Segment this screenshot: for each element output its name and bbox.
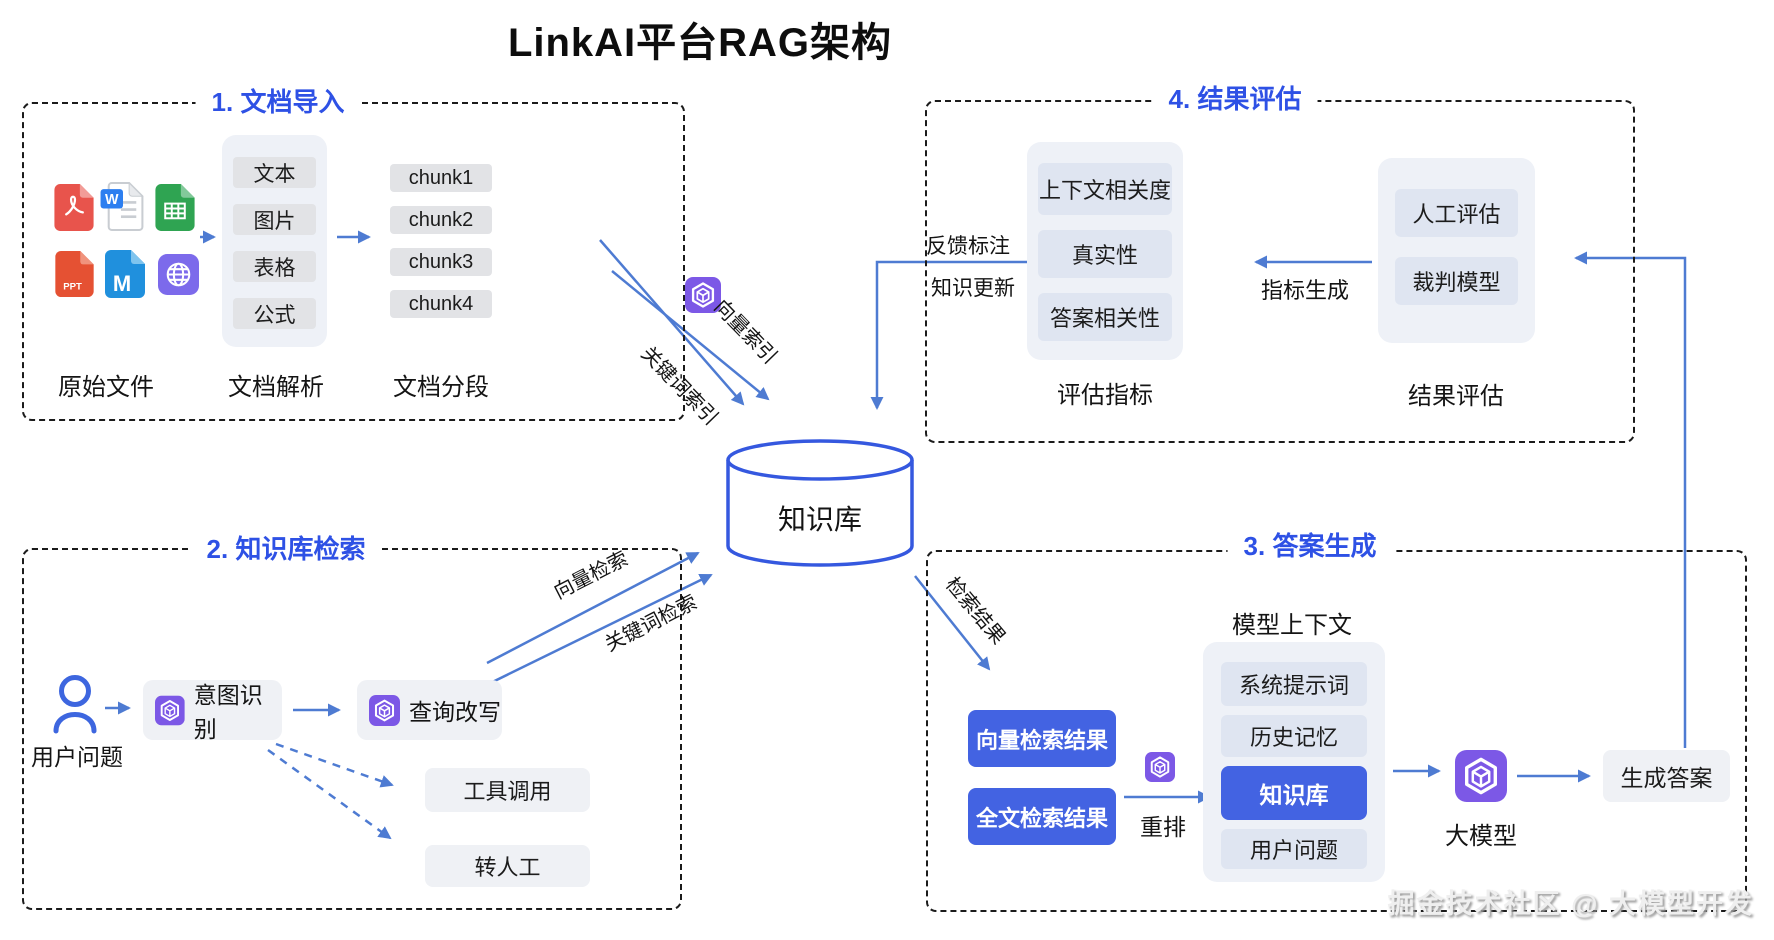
knowledge-base-cylinder: [726, 439, 914, 567]
intent-recognition-box: 意图识别: [143, 680, 282, 742]
intent-recognition-label: 意图识别: [193, 682, 263, 742]
metric-gen-label: 指标生成: [1260, 278, 1349, 303]
chunk-box: chunk4: [390, 290, 492, 318]
linkai-cube-icon: [369, 695, 400, 726]
arrow-vector-search: [486, 551, 700, 665]
chunk-box: chunk1: [390, 164, 492, 192]
section-title-evaluation: 4. 结果评估: [1152, 80, 1318, 118]
source-files-label: 原始文件: [58, 374, 154, 401]
word-icon: W: [100, 182, 144, 231]
generated-answer-box: 生成答案: [1603, 750, 1730, 802]
judge-model-item: 裁判模型: [1395, 257, 1518, 305]
svg-text:M: M: [113, 271, 131, 296]
dashed-arrow-to-tool: [275, 742, 394, 788]
svg-text:W: W: [105, 192, 119, 208]
query-rewrite-box: 查询改写: [357, 680, 502, 740]
pdf-icon: [54, 184, 94, 231]
eval-metrics-label: 评估指标: [1057, 382, 1153, 409]
query-rewrite-label: 查询改写: [409, 699, 501, 725]
arrow-keyword-index: [611, 270, 770, 401]
arrow-feedback-to-kb: [870, 260, 1027, 410]
result-eval-label: 结果评估: [1408, 383, 1504, 410]
metric-truthfulness: 真实性: [1038, 230, 1172, 278]
knowledge-base-label: 知识库: [777, 504, 862, 535]
model-context-title: 模型上下文: [1232, 612, 1352, 639]
context-item-knowledge-base: 知识库: [1221, 766, 1367, 820]
result-eval-panel: 人工评估 裁判模型: [1378, 158, 1535, 343]
web-globe-icon: [158, 254, 199, 295]
ppt-icon: PPT: [55, 251, 94, 297]
parse-item-image: 图片: [233, 204, 316, 235]
llm-label: 大模型: [1445, 823, 1517, 850]
page-title: LinkAI平台RAG架构: [507, 21, 893, 65]
context-item-history: 历史记忆: [1221, 715, 1367, 757]
metric-answer-relevance: 答案相关性: [1038, 293, 1172, 341]
section-title-retrieval: 2. 知识库检索: [190, 530, 382, 568]
metric-context-relevance: 上下文相关度: [1038, 163, 1172, 215]
watermark: 掘金技术社区 @ 大模型开发: [1387, 889, 1754, 919]
arrow-vector-index: [599, 239, 745, 406]
dashed-arrow-to-human: [267, 748, 392, 840]
knowledge-update-label: 知识更新: [931, 277, 1015, 300]
sheet-icon: [155, 184, 195, 231]
arrow-answer-to-eval: [1574, 251, 1687, 748]
linkai-cube-icon: [1145, 752, 1175, 782]
vector-result-box: 向量检索结果: [968, 710, 1116, 767]
doc-chunk-label: 文档分段: [393, 374, 489, 401]
chunk-box: chunk2: [390, 206, 492, 234]
user-icon: [53, 675, 97, 734]
parse-item-formula: 公式: [233, 298, 316, 329]
parse-item-table: 表格: [233, 251, 316, 282]
context-item-user-question: 用户问题: [1221, 829, 1367, 869]
tool-call-box: 工具调用: [425, 768, 590, 812]
section-title-import: 1. 文档导入: [195, 83, 361, 121]
markdown-icon: M: [105, 250, 145, 298]
model-context-panel: 系统提示词 历史记忆 知识库 用户问题: [1203, 642, 1385, 882]
context-item-system-prompt: 系统提示词: [1221, 662, 1367, 706]
eval-metrics-panel: 上下文相关度 真实性 答案相关性: [1027, 142, 1183, 360]
flow-arrows: [105, 230, 1687, 840]
to-human-box: 转人工: [425, 845, 590, 887]
arrow-keyword-search: [467, 573, 713, 696]
feedback-annotation-label: 反馈标注: [926, 235, 1010, 258]
chunk-box: chunk3: [390, 248, 492, 276]
human-eval-item: 人工评估: [1395, 189, 1518, 237]
rerank-label: 重排: [1140, 814, 1186, 840]
parse-item-text: 文本: [233, 157, 316, 188]
section-title-generation: 3. 答案生成: [1227, 527, 1393, 565]
linkai-cube-icon: [155, 695, 185, 726]
doc-parse-label: 文档解析: [228, 374, 324, 401]
linkai-cube-icon: [1455, 750, 1507, 802]
svg-text:PPT: PPT: [63, 281, 82, 292]
fulltext-result-box: 全文检索结果: [968, 788, 1116, 845]
doc-parse-panel: 文本 图片 表格 公式: [222, 135, 327, 347]
user-question-label: 用户问题: [31, 744, 123, 770]
